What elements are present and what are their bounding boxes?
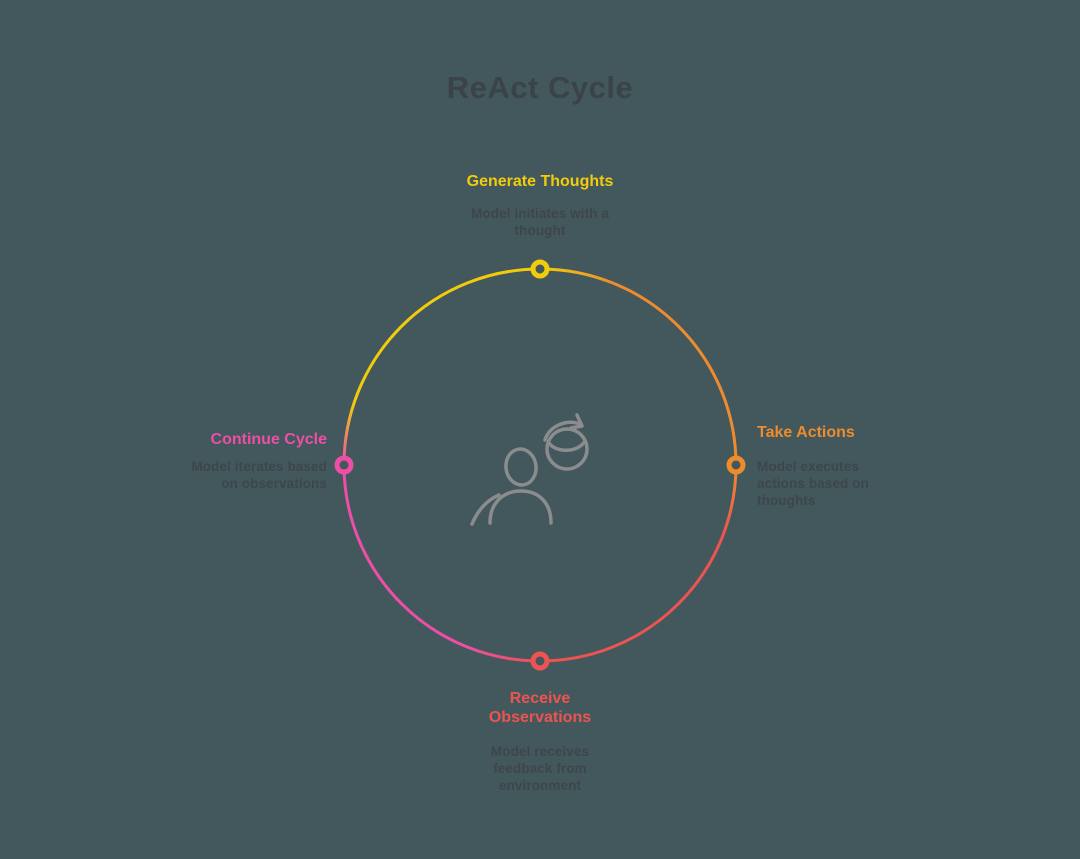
cycle-sphere-seam [547, 439, 587, 452]
node-label-take-actions: Take Actions [757, 424, 855, 441]
arc-observations-to-continue [342, 464, 541, 663]
arc-actions-to-observations [539, 464, 738, 663]
person-arm-icon [470, 493, 501, 526]
person-head-icon [504, 447, 538, 487]
node-description-take-actions: Model executes actions based on thoughts [757, 459, 869, 509]
arc-generate-to-actions [539, 267, 738, 466]
node-receive-observations: Receive Observations Model receives feed… [465, 689, 615, 794]
node-continue-cycle: Continue Cycle Model iterates based on o… [157, 430, 327, 492]
person-with-cycle-icon [470, 413, 589, 526]
cycle-arrow-head [569, 413, 584, 430]
node-label-continue-cycle: Continue Cycle [210, 431, 327, 448]
node-take-actions: Take Actions Model executes actions base… [757, 423, 887, 509]
node-label-generate-thoughts: Generate Thoughts [466, 173, 614, 190]
node-ring-take-actions [726, 455, 746, 475]
node-ring-continue-cycle [334, 455, 354, 475]
node-label-receive-observations: Receive Observations [488, 690, 592, 727]
arc-continue-to-generate [342, 267, 541, 466]
diagram-title: ReAct Cycle [446, 70, 634, 105]
node-generate-thoughts: Generate Thoughts Model initiates with a… [430, 172, 650, 239]
node-description-continue-cycle: Model iterates based on observations [191, 459, 327, 492]
node-description-receive-observations: Model receives feedback from environment [490, 744, 590, 794]
cycle-sphere-icon [545, 427, 589, 471]
person-body-icon [488, 489, 553, 525]
node-ring-receive-observations [530, 651, 550, 671]
node-description-generate-thoughts: Model initiates with a thought [471, 206, 609, 239]
cycle-arrow-icon [543, 420, 583, 442]
node-ring-generate-thoughts [530, 259, 550, 279]
